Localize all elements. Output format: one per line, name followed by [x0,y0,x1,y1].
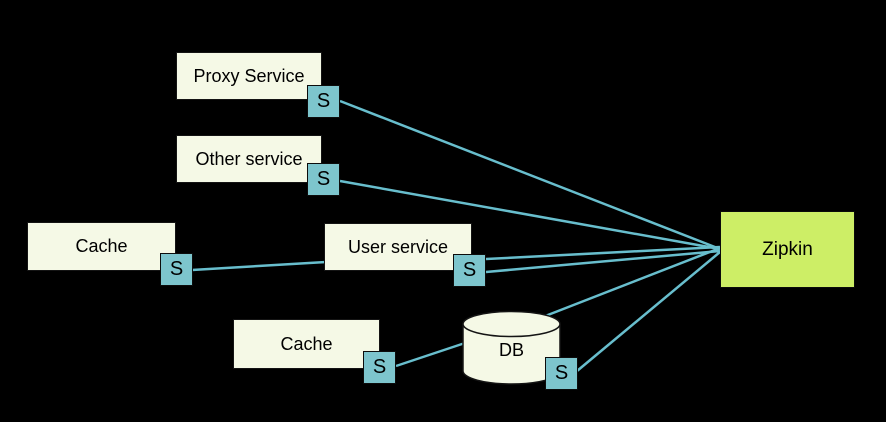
span-badge-cache-bottom: S [363,351,396,384]
node-cache-left-label: Cache [75,236,128,256]
edge-cache-left-user [191,260,327,272]
span-badge-cache-left: S [160,253,193,286]
db-cylinder [462,310,561,385]
node-cache-bottom: Cache [233,319,380,369]
span-badge-cache-bottom-label: S [372,356,387,378]
node-proxy-service: Proxy Service [176,52,322,100]
span-badge-proxy-service-label: S [316,90,331,112]
node-proxy-service-label: Proxy Service [193,65,305,86]
edge-user-zipkin-1 [485,245,721,261]
node-cache-left: Cache [27,222,176,271]
node-other-service-label: Other service [195,148,303,169]
node-other-service: Other service [176,135,322,183]
span-badge-user-service-label: S [462,259,477,281]
node-user-service: User service [324,223,472,271]
node-user-service-label: User service [347,236,449,257]
span-badge-db: S [545,357,578,390]
node-zipkin: Zipkin [720,211,855,288]
span-badge-other-service-label: S [316,168,331,190]
edge-db-zipkin-1 [534,246,721,322]
span-badge-other-service: S [307,163,340,196]
edge-other-zipkin [339,179,721,251]
node-cache-bottom-label: Cache [280,333,333,354]
edge-db-zipkin-2 [576,251,721,372]
span-badge-db-label: S [554,362,569,384]
edge-proxy-zipkin [339,99,721,251]
node-db-label: DB [498,340,524,360]
span-badge-cache-left-label: S [169,258,184,280]
edge-user-zipkin-2 [485,249,721,274]
span-badge-proxy-service: S [307,85,340,118]
span-badge-user-service: S [453,254,486,287]
node-zipkin-label: Zipkin [762,238,813,260]
